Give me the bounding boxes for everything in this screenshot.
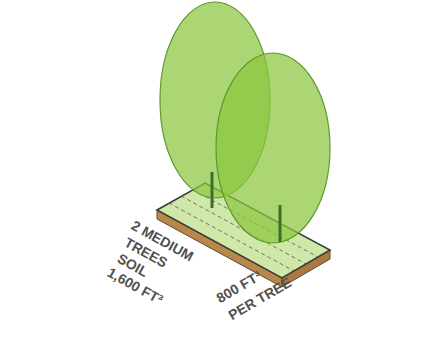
- tree-canopy: [216, 53, 330, 243]
- tree-trunk: [211, 172, 214, 208]
- tree-trunk: [279, 205, 282, 242]
